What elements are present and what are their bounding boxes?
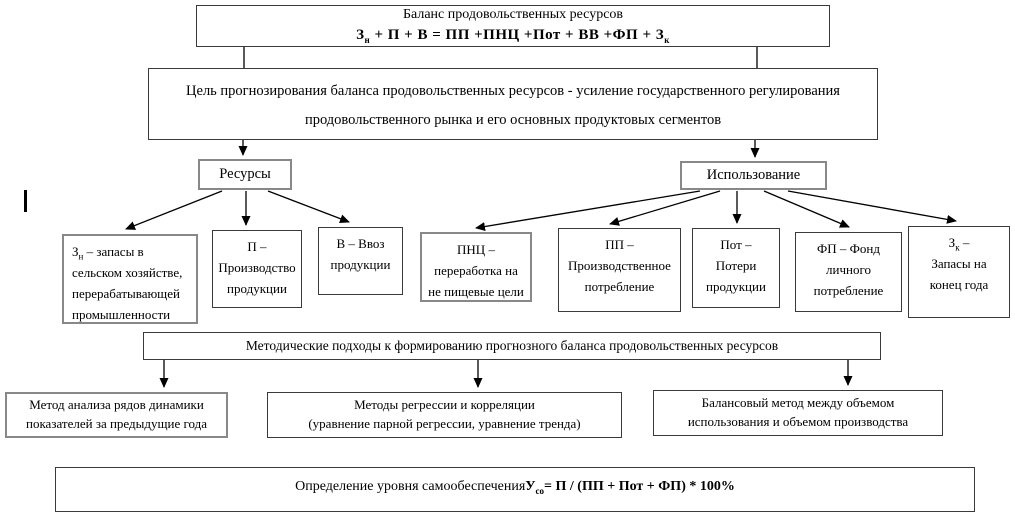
stray-cursor-mark [24, 190, 27, 212]
goal-box: Цель прогнозирования баланса продовольст… [148, 68, 878, 140]
method-regression-line1: Методы регрессии и корреляции [354, 397, 535, 413]
pnc-line3: не пищевые цели [428, 284, 524, 299]
pp-line3: потребление [584, 279, 655, 294]
resources-box: Ресурсы [198, 159, 292, 190]
item-zk-end-stocks: Зк – Запасы на конец года [908, 226, 1010, 318]
pot-line2: Потери [715, 258, 757, 273]
zn-line1: Зн – запасы в [72, 244, 144, 262]
fp-line1: ФП – Фонд [816, 241, 880, 256]
pnc-line2: переработка на [434, 263, 518, 278]
method-dynamics-line1: Метод анализа рядов динамики [29, 397, 204, 413]
zk-line2: Запасы на [931, 256, 987, 271]
item-fp-personal-consumption-fund: ФП – Фонд личного потребление [795, 232, 902, 312]
method-balance-line2: использования и объемом производства [687, 414, 909, 429]
pot-line3: продукции [706, 279, 766, 294]
item-pp-industrial-consumption: ПП – Производственное потребление [558, 228, 681, 312]
zk-line1: Зк – [948, 235, 970, 253]
methods-header-label: Методические подходы к формированию прог… [245, 338, 779, 354]
goal-line1: Цель прогнозирования баланса продовольст… [186, 83, 840, 99]
usage-box: Использование [680, 161, 827, 190]
method-regression-box: Методы регрессии и корреляции (уравнение… [267, 392, 622, 438]
resources-label: Ресурсы [219, 165, 271, 182]
zn-line3: перерабатывающей [72, 286, 180, 301]
fp-line3: потребление [813, 283, 884, 298]
item-pnc-nonfood-processing: ПНЦ – переработка на не пищевые цели [420, 232, 532, 302]
p-line1: П – [247, 239, 267, 254]
pp-line1: ПП – [605, 237, 634, 252]
item-pot-losses: Пот – Потери продукции [692, 228, 780, 308]
p-line3: продукции [227, 281, 287, 296]
goal-line2: продовольственного рынка и его основных … [304, 112, 722, 128]
balance-title-box: Баланс продовольственных ресурсов Зн + П… [196, 5, 830, 47]
arrow-resources-to-v [267, 190, 350, 223]
arrow-resources-to-zn [125, 190, 223, 230]
pnc-line1: ПНЦ – [457, 242, 495, 257]
zn-line4: промышленности [72, 307, 171, 322]
item-zn-initial-stocks: Зн – запасы в сельском хозяйстве, перера… [62, 234, 198, 324]
self-sufficiency-text: Определение уровня самообеспеченияУсо= П… [295, 479, 735, 496]
method-balance-box: Балансовый метод между объемом использов… [653, 390, 943, 436]
self-sufficiency-formula: Усо= П / (ПП + Пот + ФП) * 100% [525, 479, 735, 496]
balance-title: Баланс продовольственных ресурсов [402, 6, 624, 22]
item-p-production: П – Производство продукции [212, 230, 302, 308]
method-dynamics-box: Метод анализа рядов динамики показателей… [5, 392, 228, 438]
pp-line2: Производственное [568, 258, 671, 273]
self-sufficiency-box: Определение уровня самообеспеченияУсо= П… [55, 467, 975, 512]
p-line2: Производство [218, 260, 296, 275]
pot-line1: Пот – [720, 237, 752, 252]
arrow-usage-to-fp [763, 190, 850, 228]
arrow-usage-to-pp [609, 190, 721, 226]
item-v-import: В – Ввоз продукции [318, 227, 403, 295]
method-regression-line2: (уравнение парной регрессии, уравнение т… [308, 416, 581, 431]
method-balance-line1: Балансовый метод между объемом [701, 395, 895, 411]
v-line1: В – Ввоз [336, 236, 385, 251]
arrow-usage-to-zk [787, 190, 957, 224]
usage-label: Использование [706, 166, 801, 183]
balance-formula: Зн + П + В = ПП +ПНЦ +Пот + ВВ +ФП + Зк [356, 27, 670, 46]
methods-header-box: Методические подходы к формированию прог… [143, 332, 881, 360]
fp-line2: личного [826, 262, 871, 277]
arrow-usage-to-pnc [475, 190, 701, 231]
zk-line3: конец года [929, 277, 989, 292]
method-dynamics-line2: показателей за предыдущие года [25, 416, 207, 431]
v-line2: продукции [330, 257, 391, 272]
zn-line2: сельском хозяйстве, [72, 265, 183, 280]
